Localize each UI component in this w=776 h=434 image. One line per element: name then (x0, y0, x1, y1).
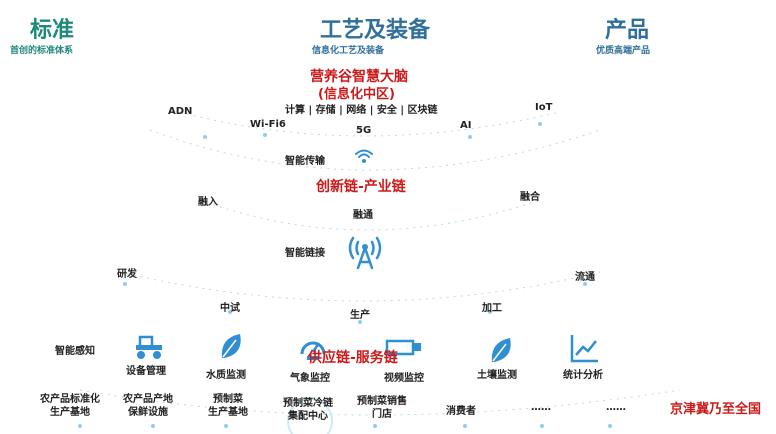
leaf-icon-2 (491, 338, 511, 362)
tractor-icon (136, 335, 162, 359)
device-label-equipment: 设备管理 (126, 366, 166, 377)
chain-connect: 融通 (353, 210, 373, 221)
bottom-item-3: 预制菜 生产基地 (208, 394, 248, 418)
stage-production: 生产 (350, 310, 370, 321)
device-label-stats: 统计分析 (563, 370, 603, 381)
standard-title: 标准 (30, 18, 75, 43)
supply-chain-title: 供应链-服务链 (308, 350, 398, 366)
smart-link-label: 智能链接 (285, 248, 325, 259)
stage-rd: 研发 (117, 269, 137, 280)
product-subtitle: 优质高端产品 (596, 46, 651, 56)
tech-iot: IoT (535, 102, 553, 113)
transmission-label: 智能传输 (285, 156, 325, 167)
bottom-item-5: 预制菜销售 门店 (357, 396, 407, 420)
leaf-icon (221, 334, 241, 358)
stage-processing: 加工 (482, 303, 502, 314)
stage-circulation: 流通 (575, 272, 595, 283)
tech-ai: AI (460, 120, 472, 131)
bottom-item-7: …… (531, 402, 551, 413)
chart-icon (570, 335, 598, 363)
bottom-item-1: 农产品标准化 生产基地 (40, 394, 100, 418)
chain-integration: 融合 (520, 192, 540, 203)
chain-intro: 融入 (198, 197, 218, 208)
bottom-highlight: 京津冀乃至全国 (670, 402, 762, 417)
brain-subtitle: (信息化中区) (318, 87, 395, 102)
antenna-icon (348, 236, 382, 270)
process-subtitle: 信息化工艺及装备 (312, 46, 385, 56)
tech-wifi: Wi-Fi6 (250, 119, 286, 130)
device-label-water: 水质监测 (206, 370, 246, 381)
tech-5g: 5G (356, 125, 372, 136)
bottom-item-8: …… (606, 402, 626, 413)
brain-functions: 计算 | 存储 | 网络 | 安全 | 区块链 (285, 105, 438, 116)
product-title: 产品 (605, 18, 650, 43)
stage-midtest: 中试 (220, 303, 240, 314)
chain-title: 创新链-产业链 (316, 179, 406, 195)
process-title: 工艺及装备 (320, 18, 431, 43)
device-label-weather: 气象监控 (290, 373, 330, 384)
gauge-icon (300, 341, 326, 360)
bottom-item-4: 预制菜冷链 集配中心 (283, 398, 333, 422)
standard-subtitle: 首创的标准体系 (10, 46, 74, 56)
camera-icon (385, 339, 421, 359)
tech-adn: ADN (168, 106, 193, 117)
bottom-item-6: 消费者 (446, 406, 476, 417)
device-label-soil: 土壤监测 (477, 370, 517, 381)
sensing-label: 智能感知 (55, 346, 95, 357)
device-label-video: 视频监控 (384, 373, 424, 384)
bottom-item-2: 农产品产地 保鲜设施 (123, 394, 173, 418)
wifi-icon (355, 149, 373, 163)
brain-title: 营养谷智慧大脑 (310, 69, 408, 85)
